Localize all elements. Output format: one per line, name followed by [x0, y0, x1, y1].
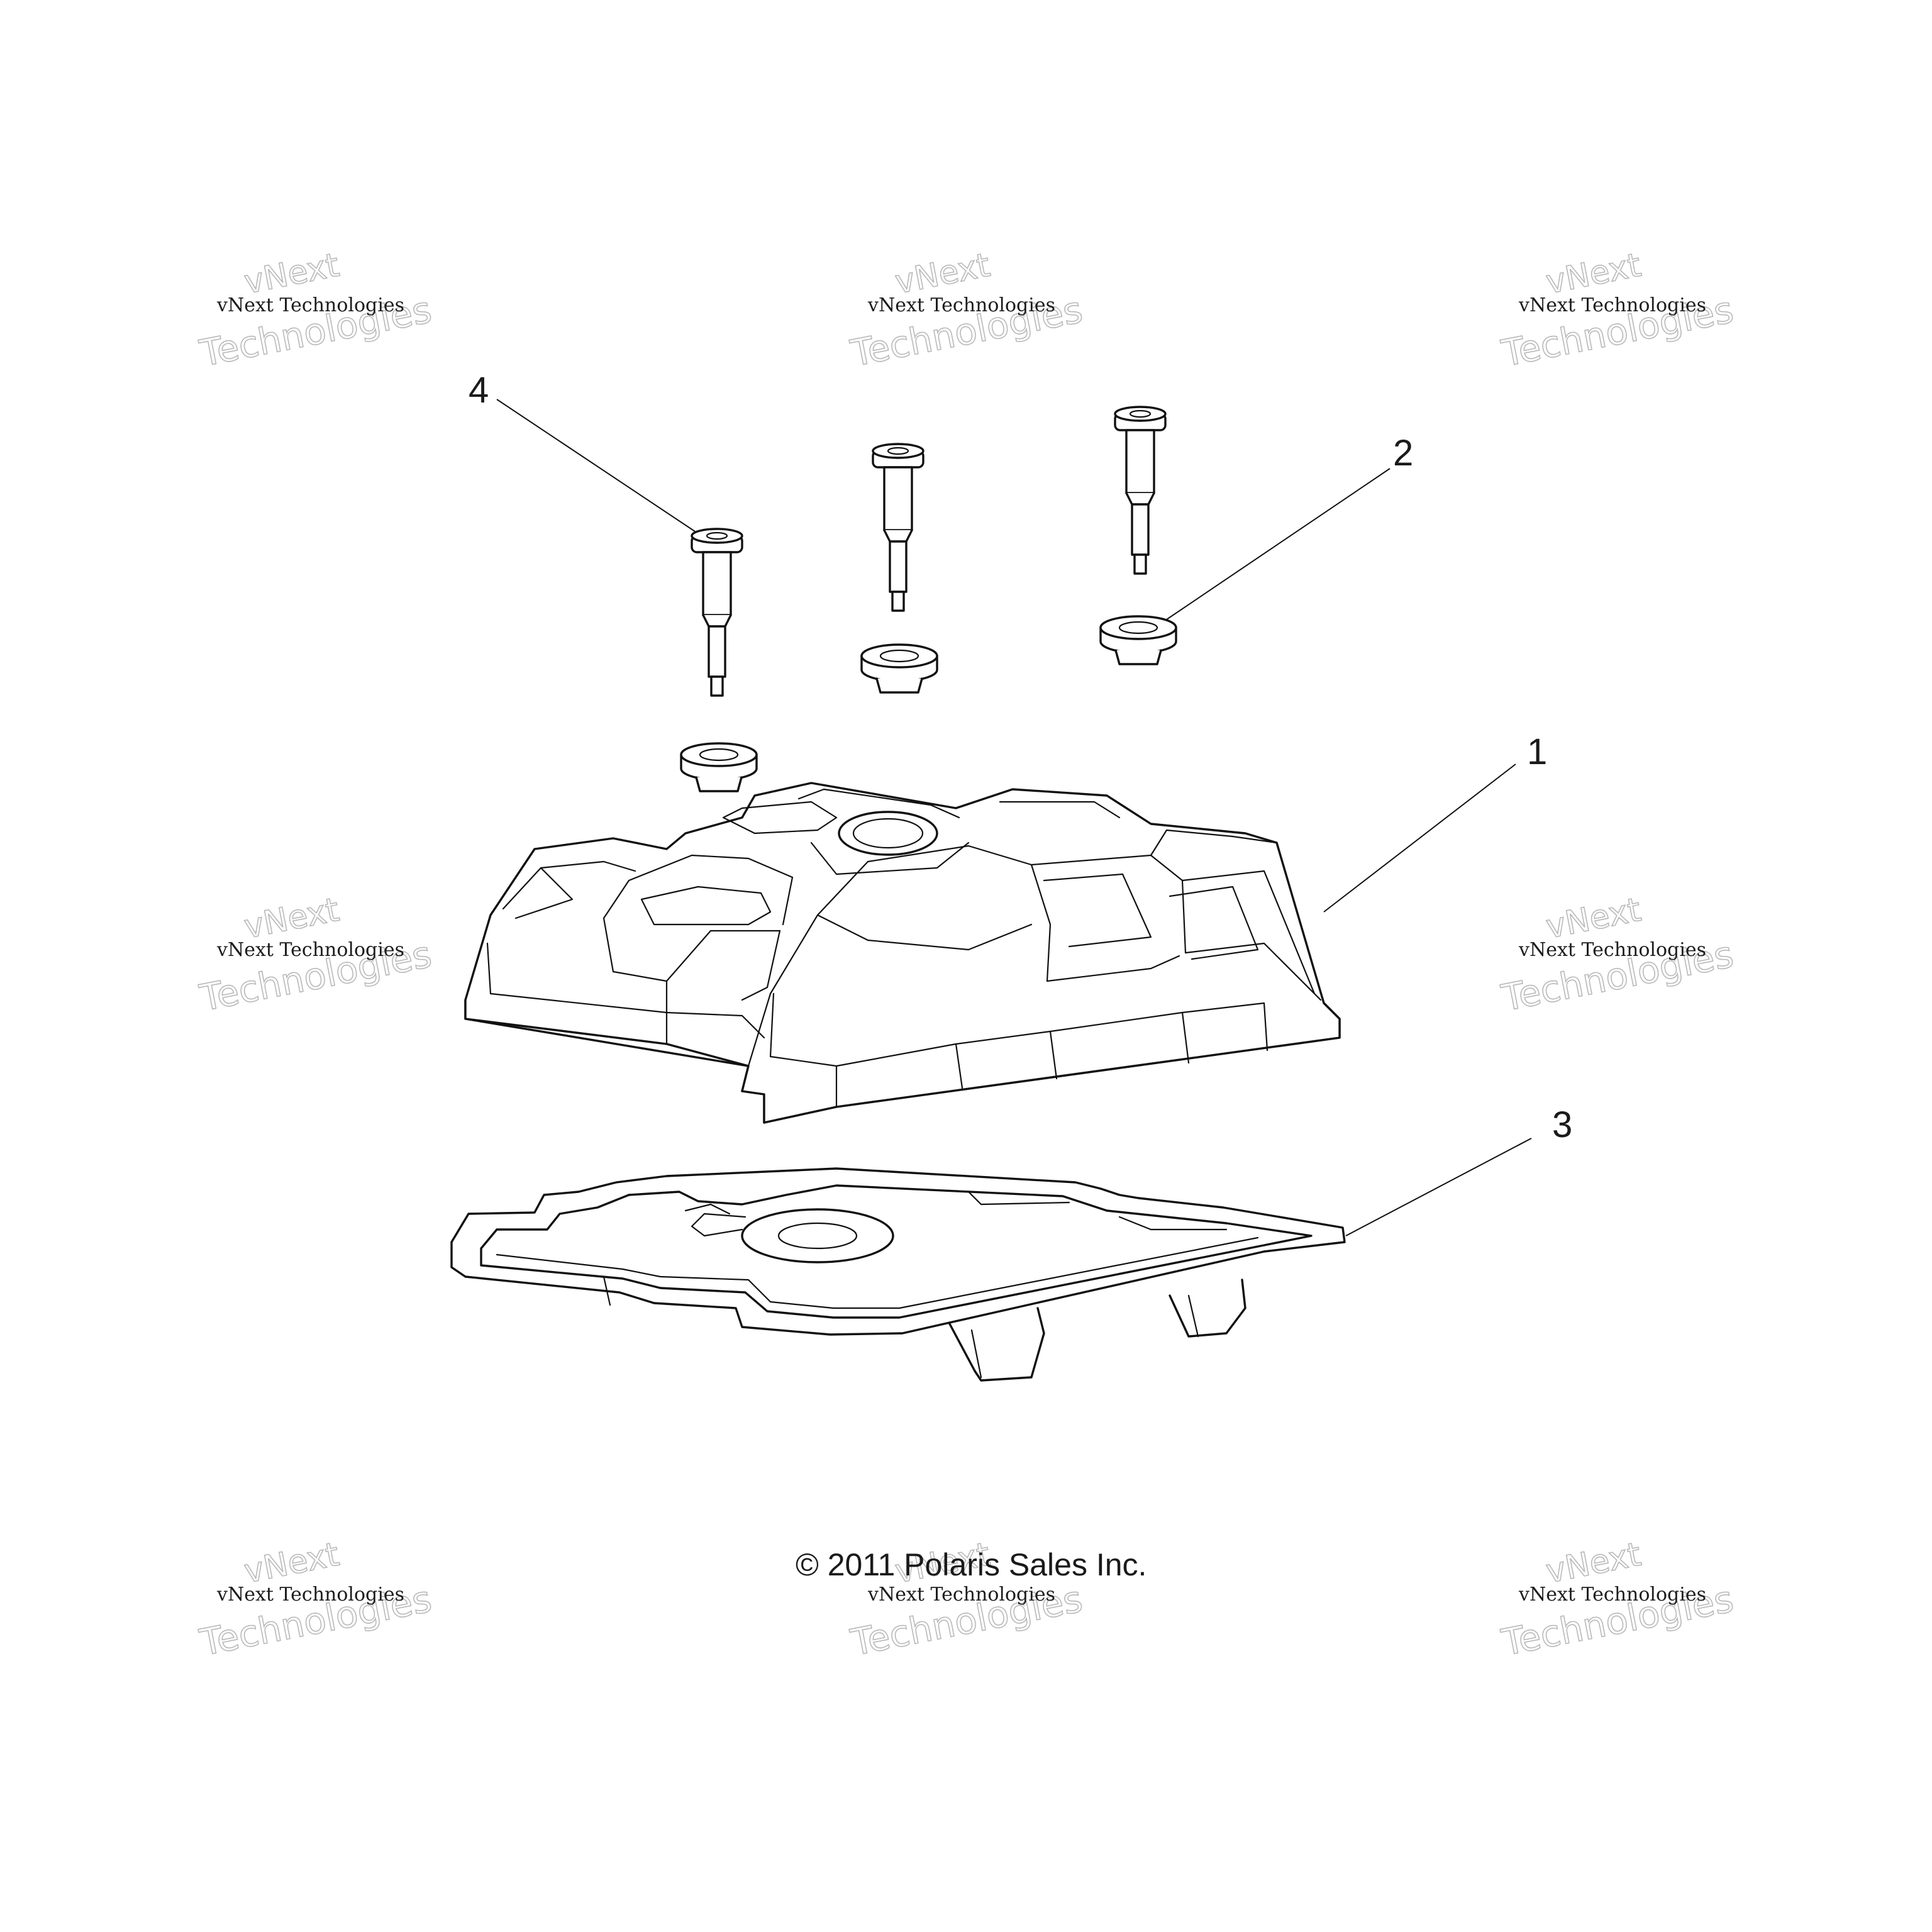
watermark-large-vnext: vNext	[892, 247, 994, 302]
watermark-large-vnext: vNext	[1543, 247, 1645, 302]
callout-2: 2	[1393, 433, 1413, 474]
bolt-right	[1114, 406, 1167, 575]
bolt-middle	[872, 443, 924, 612]
watermark-small-text: vNext Technologies	[867, 1584, 1055, 1606]
watermark-large-vnext: vNext	[1543, 891, 1645, 947]
leader-4	[496, 399, 696, 532]
callout-4: 4	[469, 370, 489, 411]
copyright-notice: © 2011 Polaris Sales Inc.	[796, 1547, 1146, 1582]
leader-1	[1323, 763, 1516, 913]
callout-3: 3	[1552, 1104, 1572, 1145]
grommet-middle	[860, 643, 938, 694]
watermark-large-vnext: vNext	[1543, 1536, 1645, 1591]
watermark-small-text: vNext Technologies	[216, 294, 404, 316]
leader-3	[1345, 1138, 1532, 1236]
watermark-small-text: vNext Technologies	[1518, 1584, 1706, 1606]
watermark-small-text: vNext Technologies	[1518, 939, 1706, 961]
bolt-left	[691, 528, 743, 697]
callout-1: 1	[1527, 731, 1547, 772]
gasket	[450, 1167, 1346, 1382]
leader-2	[1166, 468, 1391, 620]
grommet-left	[680, 742, 758, 792]
watermark-small-text: vNext Technologies	[216, 1584, 404, 1606]
watermark-large-vnext: vNext	[242, 891, 343, 947]
watermark-small-text: vNext Technologies	[867, 294, 1055, 316]
watermark-small-text: vNext Technologies	[216, 939, 404, 961]
watermark-small-text: vNext Technologies	[1518, 294, 1706, 316]
grommet-right	[1099, 615, 1177, 665]
valve-cover	[464, 782, 1341, 1124]
watermark-large-vnext: vNext	[242, 1536, 343, 1591]
watermark-large-vnext: vNext	[242, 247, 343, 302]
